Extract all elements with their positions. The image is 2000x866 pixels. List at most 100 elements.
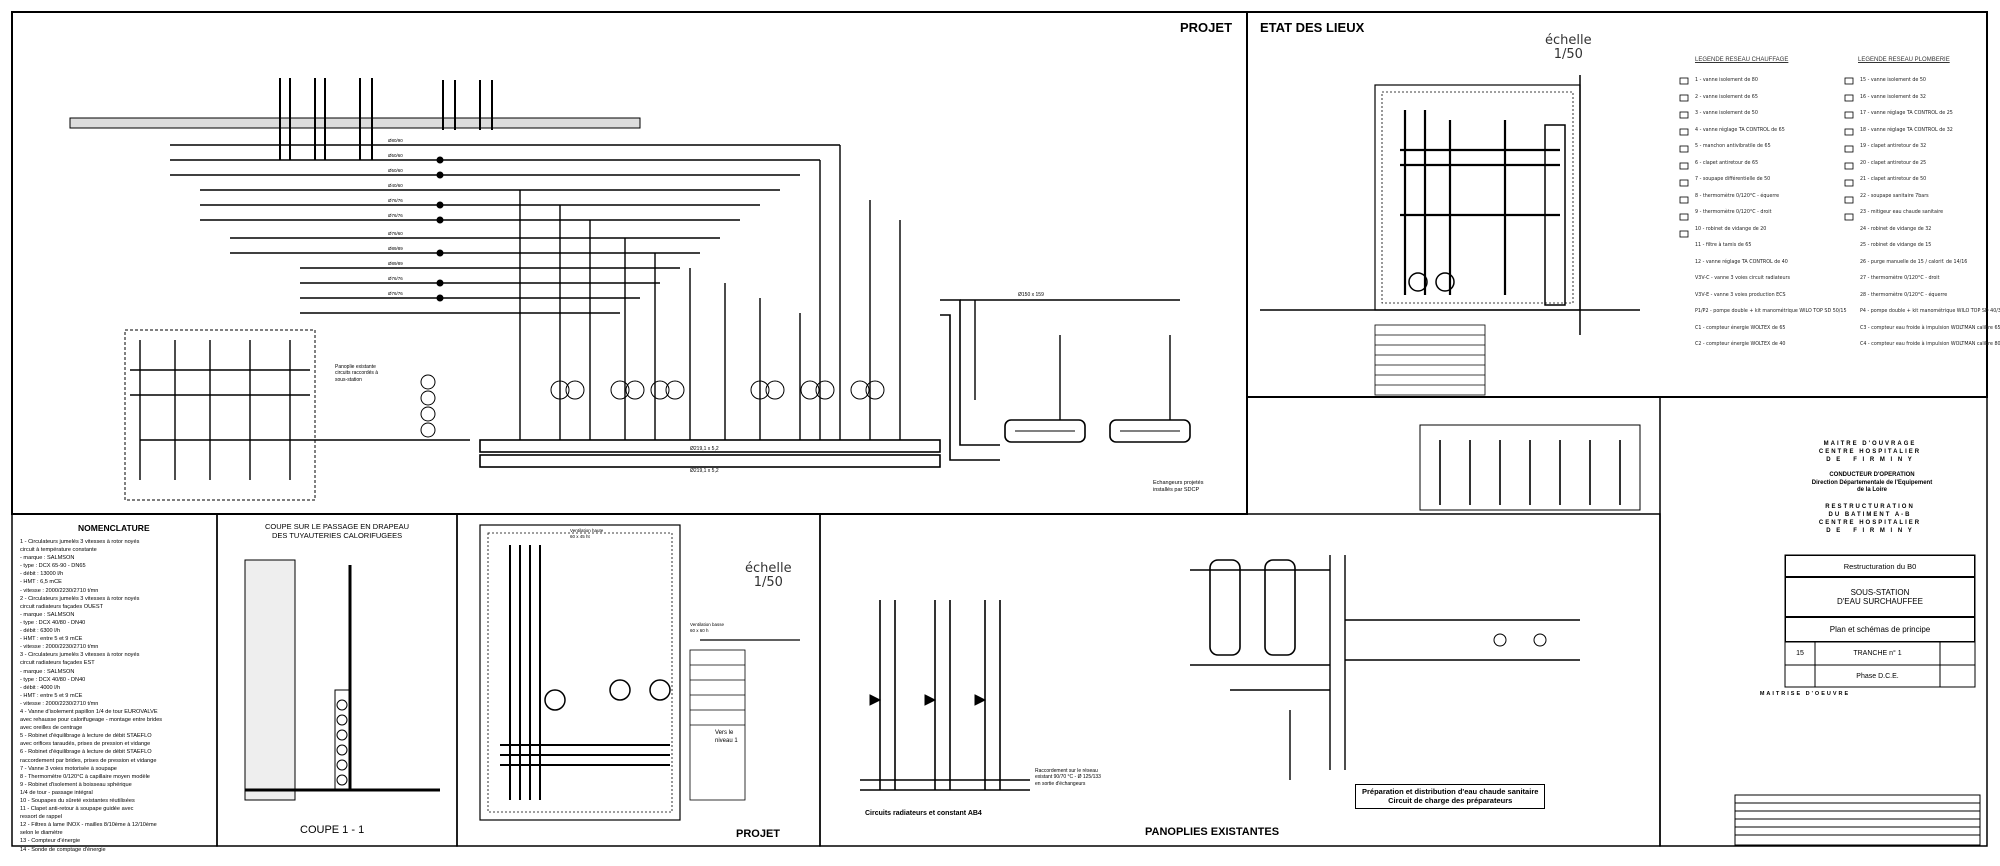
panoplies-title: PANOPLIES EXISTANTES xyxy=(1145,826,1280,838)
pipe-label-4: Ø76/76 xyxy=(388,198,403,203)
pipe-label-8: Ø89/89 xyxy=(388,261,403,266)
drawing-title: Plan et schémas de principe xyxy=(1785,617,1975,642)
nomenclature-item-32: 10 - Soupapes du sûreté existantes réuti… xyxy=(20,798,135,804)
legend-chauffage-item-13: V3V-E - vanne 3 voies production ECS xyxy=(1695,292,1786,298)
projet-schematic xyxy=(69,78,1191,501)
nomenclature-item-16: - marque : SALMSON xyxy=(20,668,75,675)
legend-chauffage-item-14: P1/P2 - pompe double + kit manométrique … xyxy=(1695,309,1847,314)
legend-plomberie-item-11: 26 - purge manuelle de 15 / calorif. de … xyxy=(1860,259,1968,265)
nomenclature-list: 1 - Circulateurs jumelés 3 vitesses à ro… xyxy=(20,538,210,854)
legend-plomberie-item-15: C3 - compteur eau froide à impulsion WOL… xyxy=(1860,325,2000,331)
legend-chauffage-item-2: 3 - vanne isolement de 50 xyxy=(1695,111,1758,116)
nomenclature-item-0: 1 - Circulateurs jumelés 3 vitesses à ro… xyxy=(20,539,140,545)
legend-chauffage-item-5: 6 - clapet antiretour de 65 xyxy=(1695,160,1759,166)
maitrise-oeuvre: MAITRISE D'OEUVRE xyxy=(1759,691,1851,697)
projet2-schematic xyxy=(479,524,800,821)
legend-plomberie-item-12: 27 - thermomètre 0/120°C - droit xyxy=(1860,276,1940,281)
legend-chauffage-item-10: 11 - filtre à tamis de 65 xyxy=(1695,243,1752,248)
legend-plomberie-item-8: 23 - mitigeur eau chaude sanitaire xyxy=(1860,210,1944,215)
legend-plomberie-item-3: 18 - vanne réglage TA CONTROL de 32 xyxy=(1860,127,1953,133)
nomenclature-item-35: 12 - Filtres à lame INOX - mailles 8/10è… xyxy=(20,822,157,829)
nomenclature-item-6: - vitesse : 2000/2230/2710 t/mn xyxy=(20,587,99,594)
nomenclature-item-26: 6 - Robinet d'équilibrage à lecture de d… xyxy=(20,749,152,756)
plan-number: 15 xyxy=(1796,650,1804,657)
nomenclature-item-15: circuit radiateurs façades EST xyxy=(20,660,95,667)
echangeurs-caption: Echangeurs projetés installés par SDCP xyxy=(1153,480,1204,493)
pipe-label-collector-2: Ø219,1 x 5,2 xyxy=(690,468,719,474)
pipe-label-10: Ø76/76 xyxy=(388,291,403,296)
nomenclature-item-25: avec orifices taraudés, prises de pressi… xyxy=(20,741,151,748)
nomenclature-item-1: circuit à température constante xyxy=(20,547,97,554)
nomenclature-item-21: 4 - Vanne d'isolement papillon 1/4 de to… xyxy=(20,708,158,715)
ventilation-haute-caption: Ventilation haute 60 x 45 ht xyxy=(570,528,604,539)
nomenclature-title: NOMENCLATURE xyxy=(78,523,150,533)
ventilation-basse-caption: Ventilation basse 60 x 60 h xyxy=(690,622,725,633)
projet2-title: PROJET xyxy=(736,828,781,840)
nomenclature-item-28: 7 - Vanne 3 voies motorisée à soupape xyxy=(20,765,117,772)
nomenclature-item-2: - marque : SALMSON xyxy=(20,555,75,562)
nomenclature-item-19: - HMT : entre 5 et 9 mCE xyxy=(20,692,83,699)
nomenclature-item-34: ressort de rappel xyxy=(20,814,62,821)
legend-plomberie-item-10: 25 - robinet de vidange de 15 xyxy=(1860,243,1932,248)
nomenclature-item-18: - débit : 4000 l/h xyxy=(20,684,61,691)
legend-plomberie-item-13: 28 - thermomètre 0/120°C - équerre xyxy=(1860,292,1948,298)
nomenclature-item-20: - vitesse : 2000/2230/2710 t/mn xyxy=(20,700,99,707)
nomenclature-item-13: - vitesse : 2000/2230/2710 t/mn xyxy=(20,644,99,651)
legend-chauffage-item-3: 4 - vanne réglage TA CONTROL de 65 xyxy=(1695,127,1785,133)
nomenclature-item-22: avec rehausse pour calorifugeage - monta… xyxy=(20,717,163,724)
etat-schematic xyxy=(1260,75,1854,511)
coupe-title: COUPE SUR LE PASSAGE EN DRAPEAU DES TUYA… xyxy=(265,522,410,541)
legend-plomberie-item-7: 22 - soupape sanitaire 7bars xyxy=(1860,193,1929,199)
sub-station-title: SOUS-STATION D'EAU SURCHAUFFEE xyxy=(1785,577,1975,617)
legend-plomberie-title: LEGENDE RESEAU PLOMBERIE xyxy=(1858,57,1950,63)
nomenclature-item-33: 11 - Clapet anti-retour à soupape guidée… xyxy=(20,806,134,813)
legend-chauffage-item-11: 12 - vanne réglage TA CONTROL de 40 xyxy=(1695,259,1788,265)
pipe-label-2: Ø50/60 xyxy=(388,168,403,173)
nomenclature-item-14: 3 - Circulateurs jumelés 3 vitesses à ro… xyxy=(20,652,140,659)
legend-chauffage-item-16: C2 - compteur énergie WOLTEX de 40 xyxy=(1695,342,1786,347)
nomenclature-item-8: circuit radiateurs façades OUEST xyxy=(20,603,104,610)
preparation-caption: Préparation et distribution d'eau chaude… xyxy=(1355,784,1546,809)
legend-chauffage-item-4: 5 - manchon antivibratile de 65 xyxy=(1695,144,1771,149)
pipe-label-1: Ø50/60 xyxy=(388,153,403,158)
pipe-label-5: Ø76/76 xyxy=(388,213,403,218)
pipe-label-main: Ø150 x 159 xyxy=(1018,292,1044,298)
maitre-ouvrage: MAITRE D'OUVRAGE CENTRE HOSPITALIER D E … xyxy=(1818,441,1922,463)
legend-plomberie-item-16: C4 - compteur eau froide à impulsion WOL… xyxy=(1860,342,2000,347)
pipe-label-0: Ø80/90 xyxy=(388,138,403,143)
legend-plomberie-item-0: 15 - vanne isolement de 50 xyxy=(1860,78,1926,83)
nomenclature-item-31: 1/4 de tour - passage intégral xyxy=(20,789,93,796)
nomenclature-item-5: - HMT : 6,5 mCE xyxy=(20,579,62,586)
legend-chauffage-item-9: 10 - robinet de vidange de 20 xyxy=(1695,226,1767,232)
phase: Phase D.C.E. xyxy=(1856,672,1899,680)
projet-frame xyxy=(11,11,1248,515)
nomenclature-item-4: - débit : 13000 l/h xyxy=(20,571,64,578)
nomenclature-item-36: selon le diamètre xyxy=(20,830,63,837)
titleblock-frame xyxy=(1659,396,1988,847)
circuits-radiateurs-caption: Circuits radiateurs et constant AB4 xyxy=(865,810,982,817)
nomenclature-item-7: 2 - Circulateurs jumelés 3 vitesses à ro… xyxy=(20,595,140,602)
nomenclature-item-23: avec oreilles de centrage xyxy=(20,725,83,732)
legend-plomberie-item-14: P4 - pompe double + kit manométrique WIL… xyxy=(1860,309,2000,314)
nomenclature-item-10: - type : DCX 40/80 - DN40 xyxy=(20,619,86,626)
projet2-scale: échelle 1/50 xyxy=(745,561,792,591)
legend-plomberie-item-2: 17 - vanne réglage TA CONTROL de 25 xyxy=(1860,111,1953,116)
nomenclature-item-11: - débit : 6300 l/h xyxy=(20,628,61,635)
legend-chauffage-item-8: 9 - thermomètre 0/120°C - droit xyxy=(1695,210,1772,215)
panoplie-existante-caption: Panoplie existante circuits raccordés à … xyxy=(335,364,379,383)
pipe-label-9: Ø76/76 xyxy=(388,276,403,281)
pipe-label-collector-1: Ø219,1 x 5,2 xyxy=(690,446,719,452)
nomenclature-item-27: raccordement par brides, prises de press… xyxy=(20,757,157,764)
legend-plomberie-item-4: 19 - clapet antiretour de 32 xyxy=(1860,144,1927,149)
nomenclature-item-30: 9 - Robinet d'isolement à boisseau sphér… xyxy=(20,781,132,788)
restructuration-block: RESTRUCTURATION DU BATIMENT A-B CENTRE H… xyxy=(1818,504,1922,534)
vers-niveau-caption: Vers le niveau 1 xyxy=(715,730,738,744)
legend-plomberie-item-5: 20 - clapet antiretour de 25 xyxy=(1860,160,1927,166)
raccordement-caption: Raccordement sur le réseau existant 90/7… xyxy=(1035,768,1101,787)
legend-chauffage-item-15: C1 - compteur énergie WOLTEX de 65 xyxy=(1695,325,1786,331)
nomenclature-item-17: - type : DCX 40/80 - DN40 xyxy=(20,676,86,683)
etat-frame xyxy=(1246,11,1988,398)
coupe-schematic xyxy=(244,559,440,801)
